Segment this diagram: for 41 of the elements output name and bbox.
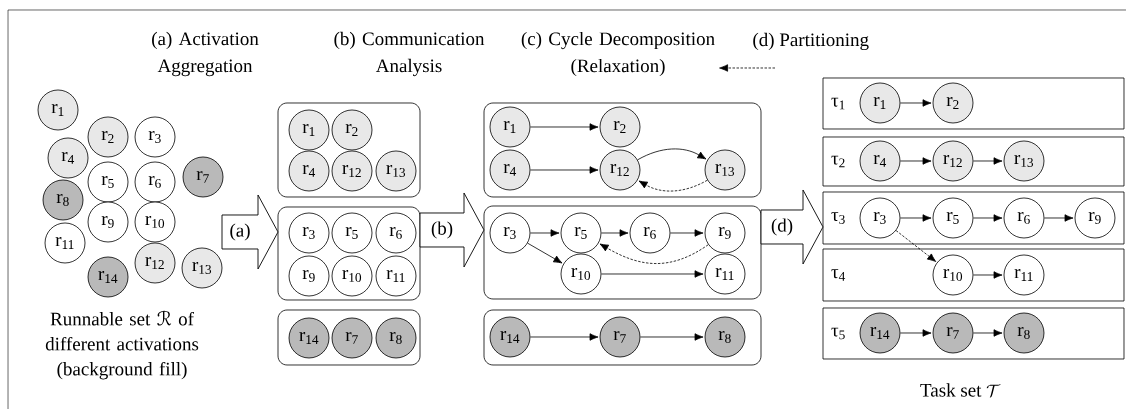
arrow xyxy=(530,123,599,131)
column-heading: (a) Activation Aggregation xyxy=(152,31,259,77)
column-heading: (c) Cycle Decomposition (Relaxation) xyxy=(521,31,715,77)
dashed-arrow xyxy=(719,64,776,72)
arrow xyxy=(530,229,560,237)
dashed-arrow xyxy=(638,179,708,192)
dashed-arrow xyxy=(895,230,937,262)
arrow xyxy=(527,242,563,264)
edge-label: (a) xyxy=(230,223,250,241)
arrow xyxy=(973,214,1003,222)
block-arrow xyxy=(221,194,279,270)
arrow xyxy=(530,333,599,341)
group-box xyxy=(277,309,421,366)
arrow xyxy=(973,271,1003,279)
group-box xyxy=(483,205,762,300)
edge-label: (d) xyxy=(771,218,793,236)
group-box xyxy=(483,102,762,198)
arrow xyxy=(640,333,704,341)
arrow xyxy=(900,157,932,165)
arrow xyxy=(973,157,1003,165)
column-heading: (b) Communication Analysis xyxy=(334,31,485,77)
block-arrow xyxy=(760,189,824,265)
caption: Runnable set ℛ of different activations (background fill) xyxy=(45,310,199,380)
edge-label: (b) xyxy=(431,221,453,239)
column-heading: (d) Partitioning xyxy=(753,32,869,51)
group-box xyxy=(277,102,421,198)
arrow xyxy=(900,99,932,107)
arrow xyxy=(900,214,932,222)
arrow xyxy=(973,329,1003,337)
block-arrow xyxy=(419,192,485,268)
group-box xyxy=(483,309,762,366)
group-box xyxy=(277,206,421,301)
arrow xyxy=(601,270,704,278)
arrow xyxy=(900,329,932,337)
arrow xyxy=(1044,214,1074,222)
arrow xyxy=(637,148,707,161)
arrow xyxy=(530,166,599,174)
dashed-arrow xyxy=(599,243,709,264)
arrow xyxy=(670,229,704,237)
arrow xyxy=(601,229,629,237)
caption: Task set $\mathcal{T}$ xyxy=(920,383,1001,398)
